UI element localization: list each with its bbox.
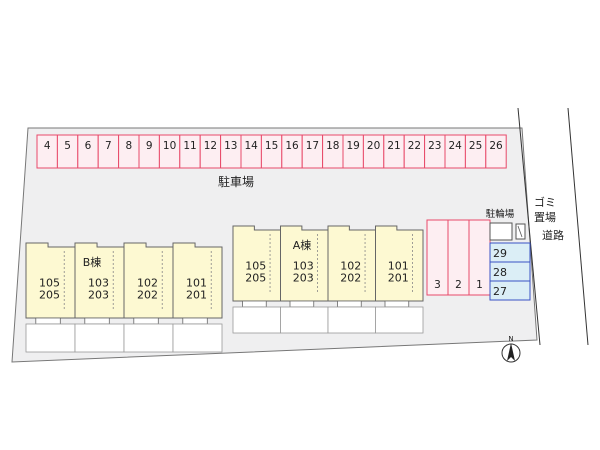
road-line-right bbox=[567, 107, 589, 346]
unit-entrance-step bbox=[35, 317, 61, 325]
unit-number-1f: 101 bbox=[186, 277, 207, 290]
parking-space-number: 13 bbox=[224, 140, 237, 152]
parking-space-number: 21 bbox=[387, 140, 400, 152]
parking-space-number: 28 bbox=[493, 266, 507, 279]
unit-entrance-step bbox=[84, 317, 110, 325]
unit-number-1f: 103 bbox=[88, 277, 109, 290]
garbage-area bbox=[515, 223, 526, 240]
unit-yard bbox=[25, 323, 76, 353]
parking-space-number: 1 bbox=[476, 279, 483, 291]
unit-number-1f: 101 bbox=[388, 260, 409, 273]
parking-space-number: 25 bbox=[469, 140, 482, 152]
parking-space-number: 7 bbox=[105, 140, 112, 152]
building-a-label: A棟 bbox=[293, 238, 312, 252]
bicycle-parking-label: 駐輪場 bbox=[486, 208, 515, 220]
unit-entrance-step bbox=[182, 317, 208, 325]
building-unit bbox=[172, 242, 223, 319]
parking-space-number: 3 bbox=[434, 279, 441, 291]
building-unit bbox=[375, 225, 424, 302]
unit-entrance-step bbox=[337, 300, 362, 308]
compass-label: N bbox=[508, 335, 513, 343]
parking-space-number: 12 bbox=[204, 140, 217, 152]
north-arrow-icon bbox=[507, 343, 515, 361]
unit-yard bbox=[172, 323, 223, 353]
unit-number-2f: 202 bbox=[340, 272, 361, 285]
bicycle-parking-area bbox=[489, 222, 513, 241]
parking-space-number: 10 bbox=[163, 140, 176, 152]
unit-entrance-step bbox=[384, 300, 410, 308]
parking-space-number: 26 bbox=[489, 140, 503, 152]
unit-yard bbox=[74, 323, 125, 353]
garbage-area-mark bbox=[517, 225, 523, 238]
parking-label: 駐車場 bbox=[218, 174, 254, 189]
unit-yard bbox=[375, 306, 424, 334]
unit-number-2f: 201 bbox=[388, 272, 409, 285]
parking-space-number: 9 bbox=[146, 140, 153, 152]
unit-yard bbox=[232, 306, 281, 334]
parking-space-number: 23 bbox=[428, 140, 441, 152]
parking-space-number: 17 bbox=[306, 140, 319, 152]
parking-space-number: 27 bbox=[493, 285, 507, 298]
north-compass: N bbox=[501, 335, 521, 363]
parking-space-blue bbox=[489, 280, 531, 301]
parking-space-number: 19 bbox=[347, 140, 360, 152]
parking-space-number: 8 bbox=[125, 140, 132, 152]
parking-space-number: 6 bbox=[85, 140, 92, 152]
unit-number-2f: 203 bbox=[88, 289, 109, 302]
unit-number-1f: 102 bbox=[340, 260, 361, 273]
parking-space-number: 18 bbox=[326, 140, 339, 152]
unit-entrance-step bbox=[242, 300, 267, 308]
unit-number-2f: 205 bbox=[39, 289, 60, 302]
unit-entrance-step bbox=[133, 317, 159, 325]
parking-space-number: 2 bbox=[455, 279, 462, 291]
parking-space-number: 14 bbox=[245, 140, 259, 152]
garbage-label-line2: 置場 bbox=[534, 211, 556, 224]
unit-yard bbox=[280, 306, 329, 334]
parking-space bbox=[485, 134, 507, 169]
unit-number-2f: 203 bbox=[293, 272, 314, 285]
unit-number-1f: 103 bbox=[293, 260, 314, 273]
unit-number-1f: 105 bbox=[245, 260, 266, 273]
unit-entrance-step bbox=[289, 300, 315, 308]
unit-number-2f: 202 bbox=[137, 289, 158, 302]
unit-number-2f: 205 bbox=[245, 272, 266, 285]
building-b-label: B棟 bbox=[83, 255, 102, 269]
unit-yard bbox=[123, 323, 174, 353]
parking-space-number: 16 bbox=[285, 140, 299, 152]
parking-right-block: 3 2 1 bbox=[426, 219, 491, 296]
parking-top-row: 4 5 6 7 8 9 10 11 12 13 14 15 16 17 18 19 20 21 22 23 24 25 26 bbox=[36, 134, 507, 169]
parking-space-number: 5 bbox=[64, 140, 71, 152]
unit-number-2f: 201 bbox=[186, 289, 207, 302]
road-label: 道路 bbox=[542, 228, 564, 242]
parking-blue-block: 29 28 27 bbox=[489, 242, 531, 301]
parking-space-number: 11 bbox=[183, 140, 196, 152]
parking-space-number: 20 bbox=[367, 140, 380, 152]
unit-yard bbox=[327, 306, 376, 334]
garbage-label-line1: ゴミ bbox=[534, 195, 556, 209]
parking-space-number: 15 bbox=[265, 140, 278, 152]
parking-space-number: 29 bbox=[493, 247, 507, 260]
road-line-left bbox=[517, 107, 541, 346]
parking-space-number: 4 bbox=[44, 140, 51, 152]
unit-number-1f: 105 bbox=[39, 277, 60, 290]
parking-space-number: 24 bbox=[449, 140, 463, 152]
unit-number-1f: 102 bbox=[137, 277, 158, 290]
parking-space-number: 22 bbox=[408, 140, 421, 152]
